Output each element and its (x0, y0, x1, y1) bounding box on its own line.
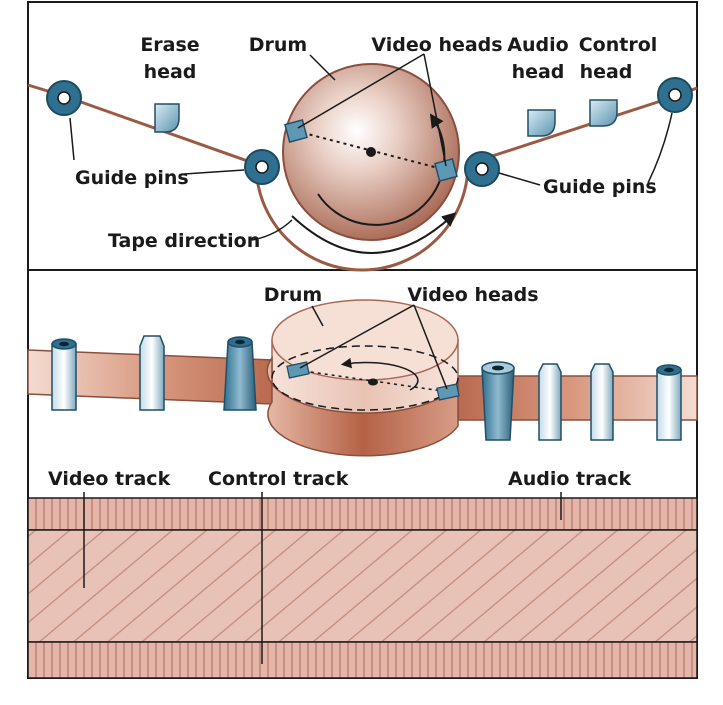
guide-pin-icon (244, 149, 280, 185)
guide-pin-icon (657, 77, 693, 113)
impedance-roller-icon (223, 336, 257, 411)
leader-drum-3d (311, 305, 324, 327)
leader-guide-pin-2 (183, 169, 245, 175)
leader-video-head-right (423, 53, 447, 167)
label-video-heads-top: Video heads (371, 34, 502, 56)
label-tape-direction: Tape direction (108, 230, 260, 252)
control-head-post-icon (590, 363, 614, 441)
label-erase-head-2: head (144, 61, 197, 83)
label-drum-bottom: Drum (264, 284, 322, 306)
label-control-head-1: Control (579, 34, 658, 56)
erase-head-post-icon (139, 335, 165, 411)
leader-video-head-3d-right (413, 304, 448, 390)
label-audio-head-2: head (512, 61, 565, 83)
label-drum-top: Drum (249, 34, 307, 56)
bottom-panel: Drum Video heads (27, 284, 698, 457)
audio-track-strip (27, 497, 698, 531)
label-video-heads-bottom: Video heads (407, 284, 538, 306)
leader-guide-pin-1 (69, 117, 75, 161)
label-guide-pins-right: Guide pins (543, 176, 657, 198)
audio-head-post-icon (538, 363, 562, 441)
control-head-icon (589, 99, 618, 127)
erase-head-icon (154, 103, 180, 133)
tape-path-top (27, 83, 698, 272)
rotation-arrow (317, 113, 446, 226)
video-head-right-3d (436, 383, 460, 401)
control-track-strip (27, 641, 698, 679)
leader-guide-pin-3 (498, 172, 541, 186)
drum-axis-line (296, 369, 450, 393)
guide-pin-icon (464, 151, 500, 187)
label-erase-head-1: Erase (140, 34, 199, 56)
video-head-left-top (284, 119, 308, 143)
drum-head-path (271, 345, 459, 411)
tape-direction-arrow (291, 212, 457, 254)
leader-guide-pin-4 (647, 112, 673, 184)
guide-pin-icon (46, 80, 82, 116)
rotation-arrow-3d (340, 357, 419, 391)
tape-guide-post-icon (656, 364, 682, 441)
drum-tape-band (266, 355, 459, 457)
audio-head-icon (527, 109, 556, 137)
drum-center-bottom (368, 378, 378, 386)
label-video-track: Video track (48, 468, 171, 490)
leader-video-head-3d-left (299, 304, 415, 369)
tape-track-diagram: Video track Control track Audio track (27, 468, 698, 679)
leader-drum (309, 54, 336, 81)
label-audio-track: Audio track (508, 468, 632, 490)
leader-video-head-left (297, 53, 425, 129)
label-control-track: Control track (208, 468, 349, 490)
video-head-right-top (434, 158, 458, 182)
label-guide-pins-left: Guide pins (75, 167, 189, 189)
label-audio-head-1: Audio (507, 34, 568, 56)
drum-top-face (271, 299, 459, 381)
drum-center (366, 147, 376, 157)
tape-guide-post-icon (51, 338, 77, 411)
top-panel: Erase head Drum Video heads Audio head C… (27, 34, 698, 272)
leader-tape-direction (251, 219, 293, 241)
label-control-head-2: head (580, 61, 633, 83)
impedance-roller-icon (481, 361, 515, 441)
video-track-area (27, 529, 698, 643)
